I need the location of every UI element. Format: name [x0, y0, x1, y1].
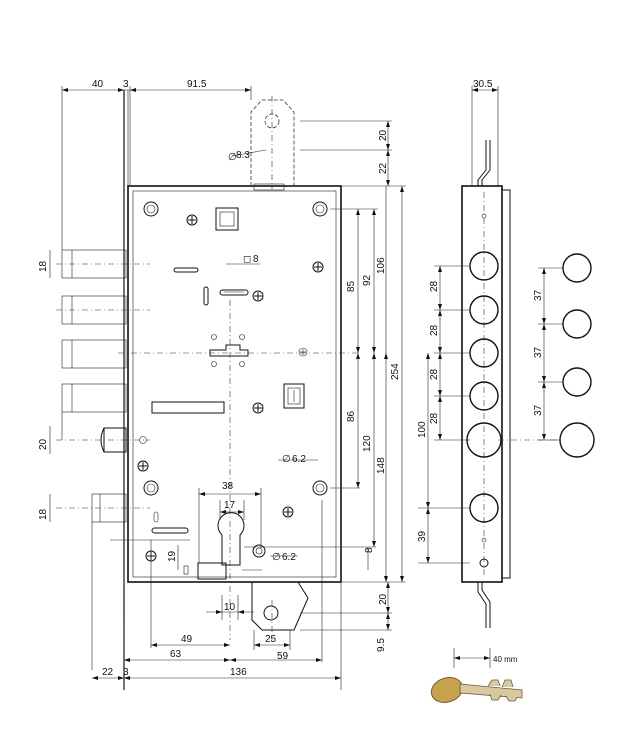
- dim-dia-symbol-c: ∅: [272, 552, 281, 563]
- dim-dia-symbol-b: ∅: [282, 454, 291, 465]
- pitch-37-2: 37: [533, 346, 544, 358]
- dim-100: 100: [417, 421, 428, 438]
- internal-slots: [151, 267, 305, 534]
- dim-20-top: 20: [378, 129, 389, 141]
- dim-85: 85: [346, 280, 357, 292]
- dim-17: 17: [224, 500, 236, 511]
- dim-10: 10: [224, 602, 236, 613]
- dim-dia-symbol-a: ∅: [228, 152, 237, 163]
- dim-49: 49: [181, 634, 193, 645]
- dim-19: 19: [167, 550, 178, 562]
- dim-254: 254: [390, 363, 401, 380]
- pitch-28-4: 28: [429, 412, 440, 424]
- top-tongue: [250, 99, 295, 191]
- bottom-tongue: [251, 581, 309, 631]
- side-view: [418, 86, 560, 628]
- dim-20-mid: 20: [38, 438, 49, 450]
- dim-8-right: 8: [364, 547, 375, 553]
- dim-9-5: 9.5: [376, 638, 387, 652]
- screw-holes: [143, 201, 328, 496]
- dim-8-square: 8: [253, 254, 259, 265]
- dim-106: 106: [376, 257, 387, 274]
- dim-30-5: 30.5: [473, 79, 493, 90]
- dim-18-a: 18: [38, 260, 49, 272]
- dim-63: 63: [170, 649, 182, 660]
- dim-120: 120: [362, 435, 373, 452]
- dim-6-2-a: 6.2: [292, 454, 306, 465]
- pitch-28-3: 28: [429, 368, 440, 380]
- dimension-lines: [49, 88, 404, 680]
- extension-lines: [61, 86, 406, 690]
- pitch-37-1: 37: [533, 289, 544, 301]
- deadbolts: [61, 249, 127, 413]
- pitch-28-2: 28: [429, 324, 440, 336]
- dim-6-2-b: 6.2: [282, 552, 296, 563]
- center-lines: [56, 96, 358, 640]
- dim-91-5: 91.5: [187, 79, 207, 90]
- cylinder-cutout: [183, 512, 266, 580]
- dim-136: 136: [230, 667, 247, 678]
- pitch-37-3: 37: [533, 404, 544, 416]
- bolt-pitch-view: [538, 253, 595, 458]
- dim-92: 92: [362, 274, 373, 286]
- dim-25: 25: [265, 634, 277, 645]
- dim-8-3: 8.3: [236, 150, 250, 161]
- dim-square-symbol: ◻: [243, 254, 251, 265]
- dim-3-bot: 3: [123, 667, 129, 678]
- lock-case: [123, 90, 342, 690]
- dim-22-right: 22: [378, 162, 389, 174]
- dim-3-top: 3: [123, 79, 129, 90]
- dim-38: 38: [222, 481, 234, 492]
- dim-59: 59: [277, 651, 289, 662]
- dim-39: 39: [417, 530, 428, 542]
- dim-22-bot: 22: [102, 667, 114, 678]
- pitch-28-1: 28: [429, 280, 440, 292]
- key-illustration: [430, 648, 523, 703]
- dim-18-b: 18: [38, 508, 49, 520]
- dim-148: 148: [376, 457, 387, 474]
- dim-20-bot: 20: [378, 593, 389, 605]
- dim-40: 40: [92, 79, 104, 90]
- dim-86: 86: [346, 410, 357, 422]
- dimension-labels: 40 3 91.5 20 ∅ 8.3 22 18 ◻ 8 85 92 106 2…: [38, 79, 544, 678]
- handle-spindle-hole: [215, 207, 239, 231]
- key-length-label: 40 mm: [493, 655, 518, 664]
